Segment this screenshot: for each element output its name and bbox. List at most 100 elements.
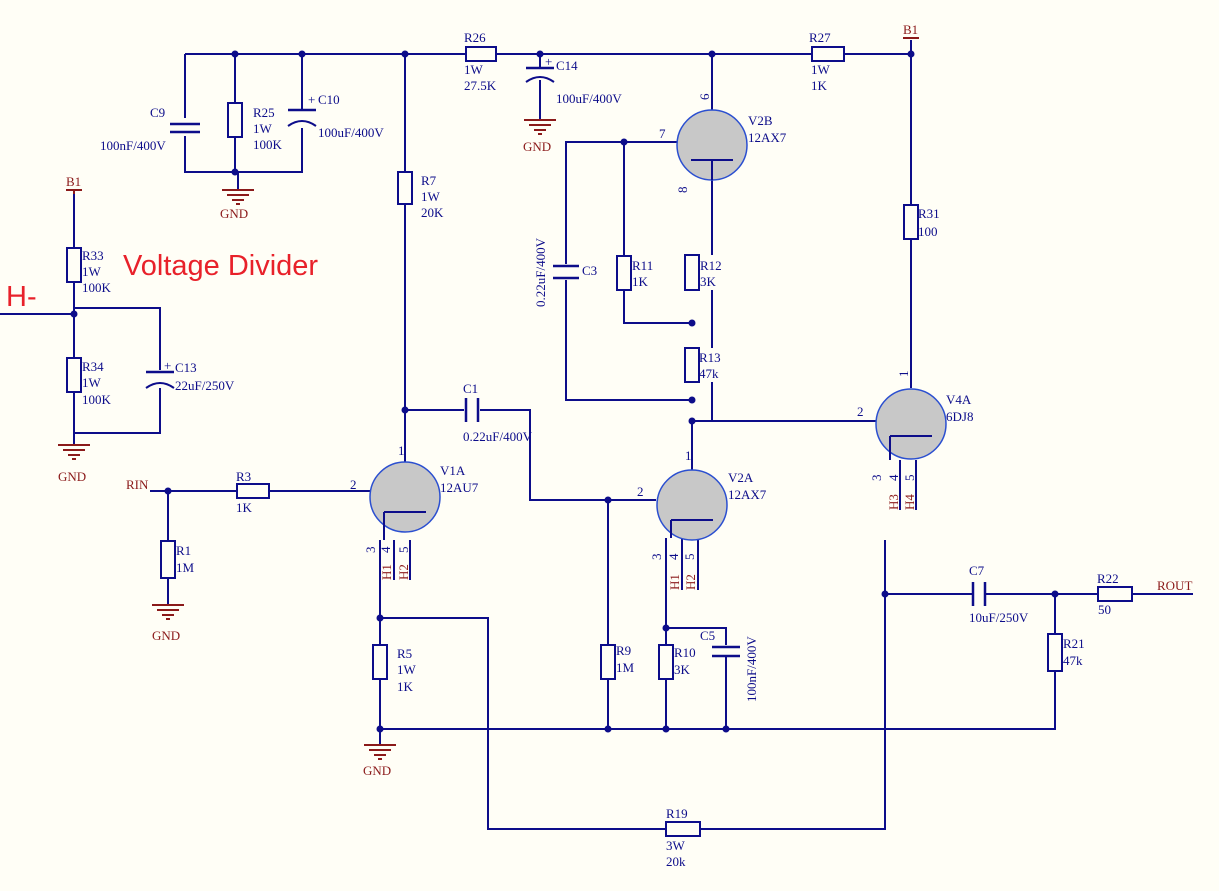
- resistor-r26: [465, 46, 497, 62]
- r12-ref: R12: [700, 258, 722, 273]
- v1a-pin-2: 2: [350, 477, 357, 492]
- r33-power: 1W: [82, 264, 102, 279]
- c10-value: 100uF/400V: [318, 125, 384, 140]
- v1a-heater-h1: H1: [379, 564, 394, 580]
- c13-value: 22uF/250V: [175, 378, 235, 393]
- r5-ref: R5: [397, 646, 412, 661]
- r12-value: 3K: [700, 274, 717, 289]
- resistor-r12: [684, 254, 700, 291]
- c9-ref: C9: [150, 105, 165, 120]
- gnd-label-5: GND: [363, 763, 391, 778]
- r5-power: 1W: [397, 662, 417, 677]
- c10-ref: C10: [318, 92, 340, 107]
- r11-value: 1K: [632, 274, 649, 289]
- v2b-type: 12AX7: [748, 130, 787, 145]
- voltage-divider-title: Voltage Divider: [123, 250, 318, 282]
- r9-ref: R9: [616, 643, 631, 658]
- v1a-type: 12AU7: [440, 480, 479, 495]
- c3-ref: C3: [582, 263, 597, 278]
- v1a-pin-3: 3: [363, 547, 378, 554]
- resistor-r31: [903, 204, 919, 240]
- rout-label: ROUT: [1157, 578, 1192, 593]
- v2a-pin-2: 2: [637, 484, 644, 499]
- gnd-symbol-3: [58, 444, 90, 460]
- v4a-pin-2: 2: [857, 404, 864, 419]
- v2a-ref: V2A: [728, 470, 754, 485]
- resistor-r25: [227, 102, 243, 138]
- capacitor-c7: [971, 582, 987, 606]
- r31-value: 100: [918, 224, 938, 239]
- resistor-r21: [1047, 633, 1063, 672]
- r10-ref: R10: [674, 645, 696, 660]
- c14-ref: C14: [556, 58, 578, 73]
- r5-value: 1K: [397, 679, 414, 694]
- gnd-label-2: GND: [523, 139, 551, 154]
- r9-value: 1M: [616, 660, 635, 675]
- gnd-symbol-4: [152, 604, 184, 620]
- gnd-label-4: GND: [152, 628, 180, 643]
- capacitor-c5: [712, 645, 740, 658]
- v1a-pin-5: 5: [396, 547, 411, 554]
- c7-ref: C7: [969, 563, 985, 578]
- r7-ref: R7: [421, 173, 437, 188]
- v2a-pin-5: 5: [682, 554, 697, 561]
- capacitor-c3: [553, 264, 579, 280]
- r3-ref: R3: [236, 469, 251, 484]
- resistor-r33: [66, 247, 82, 283]
- c3-value: 0.22uF/400V: [533, 237, 548, 307]
- gnd-symbol-1: [222, 189, 254, 205]
- v4a-type: 6DJ8: [946, 409, 973, 424]
- v4a-pin-4: 4: [886, 474, 901, 481]
- r27-power: 1W: [811, 62, 831, 77]
- r25-value: 100K: [253, 137, 283, 152]
- resistor-r27: [811, 46, 845, 62]
- gnd-symbol-5: [364, 744, 396, 760]
- v4a-pin-3: 3: [869, 475, 884, 482]
- gnd-label-3: GND: [58, 469, 86, 484]
- gnd-symbol-2: [524, 119, 556, 135]
- r7-power: 1W: [421, 189, 441, 204]
- v2a-pin-3: 3: [649, 554, 664, 561]
- junction-dots: [70, 50, 1059, 733]
- c9-value: 100nF/400V: [100, 138, 166, 153]
- resistor-r5: [372, 644, 388, 680]
- r3-value: 1K: [236, 500, 253, 515]
- capacitor-c10: [287, 108, 317, 127]
- v4a-heater-h4: H4: [902, 494, 917, 510]
- rin-label: RIN: [126, 477, 149, 492]
- resistor-r1: [160, 540, 176, 579]
- resistor-r7: [397, 171, 413, 205]
- c13-plus: +: [164, 358, 171, 373]
- r21-ref: R21: [1063, 636, 1085, 651]
- r19-value: 20k: [666, 854, 686, 869]
- r22-ref: R22: [1097, 571, 1119, 586]
- r1-ref: R1: [176, 543, 191, 558]
- capacitor-c14: [525, 66, 555, 83]
- v2b-ref: V2B: [748, 113, 773, 128]
- r7-value: 20K: [421, 205, 444, 220]
- v1a-pin-4: 4: [378, 546, 393, 553]
- r13-ref: R13: [699, 350, 721, 365]
- c14-plus: +: [545, 54, 552, 69]
- tube-v1a: [369, 461, 441, 540]
- c10-plus: +: [308, 92, 315, 107]
- r25-ref: R25: [253, 105, 275, 120]
- v2a-pin-4: 4: [666, 553, 681, 560]
- v2a-type: 12AX7: [728, 487, 767, 502]
- r34-ref: R34: [82, 359, 104, 374]
- c14-value: 100uF/400V: [556, 91, 622, 106]
- v2b-pin-7: 7: [659, 126, 666, 141]
- r27-value: 1K: [811, 78, 828, 93]
- capacitor-c13: [145, 370, 175, 389]
- r19-ref: R19: [666, 806, 688, 821]
- r26-power: 1W: [464, 62, 484, 77]
- r27-ref: R27: [809, 30, 831, 45]
- resistor-r22: [1097, 586, 1133, 602]
- r10-value: 3K: [674, 662, 691, 677]
- v1a-pin-1: 1: [398, 443, 405, 458]
- c13-ref: C13: [175, 360, 197, 375]
- resistor-r9: [600, 644, 616, 680]
- r26-ref: R26: [464, 30, 486, 45]
